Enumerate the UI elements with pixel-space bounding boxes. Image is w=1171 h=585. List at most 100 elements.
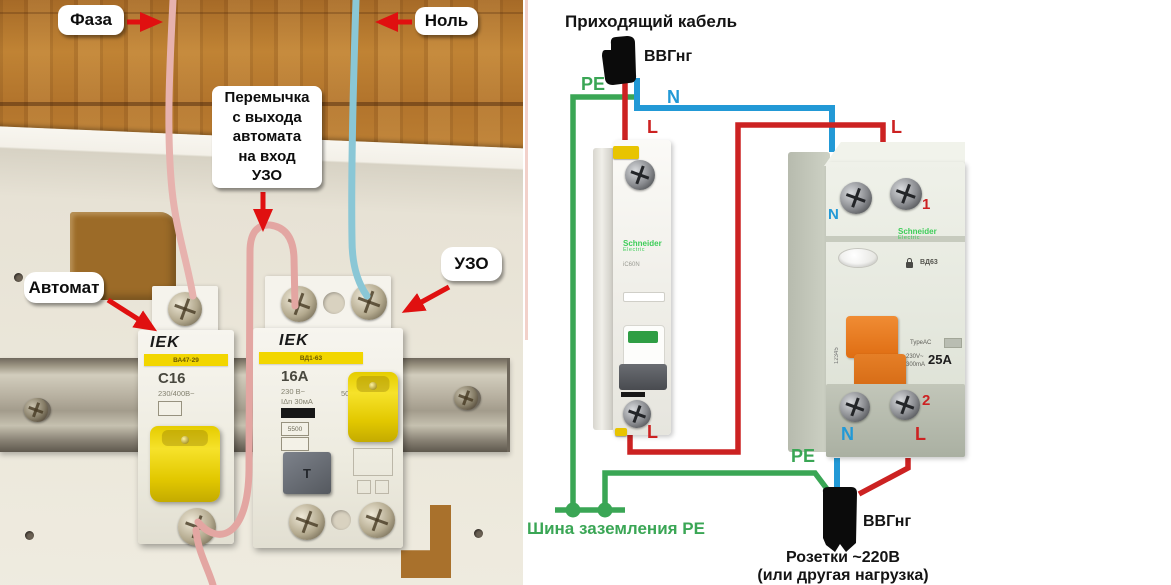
terminal-screw-icon xyxy=(289,504,325,540)
automat-arrow xyxy=(106,297,158,332)
jumper-callout-line: с выхода xyxy=(232,108,302,126)
terminal-screw-icon xyxy=(625,160,655,190)
panel-hole-dot xyxy=(25,531,34,540)
terminal-screw-icon xyxy=(890,178,922,210)
rcd-type: TypeAC xyxy=(910,340,932,346)
pe-bus-terminal xyxy=(597,502,613,518)
jumper-wire-tail xyxy=(192,526,217,585)
l-wire-bottom xyxy=(857,458,911,497)
terminal-screw-icon xyxy=(281,286,317,322)
rcd-test-button[interactable] xyxy=(838,248,878,268)
terminal-screw-icon xyxy=(351,284,387,320)
terminal-screw-icon xyxy=(359,502,395,538)
photo-wires-overlay xyxy=(106,0,451,585)
schneider-logo-text: Schneider xyxy=(623,239,662,248)
incoming-cable-title: Приходящий кабель xyxy=(565,12,738,31)
n-wire-top xyxy=(634,78,835,152)
cert-box: 5500 xyxy=(281,422,309,436)
model-stripe: ВА47-29 xyxy=(144,354,228,366)
automat-toggle[interactable] xyxy=(150,426,220,502)
phase-callout-text: Фаза xyxy=(70,10,112,29)
wood-seam xyxy=(0,12,523,14)
neutral-callout-text: Ноль xyxy=(424,11,469,30)
load-label-line1: Розетки ~220В xyxy=(786,549,900,566)
black-label-bar xyxy=(281,408,315,418)
pe-label-bottom: PE xyxy=(791,446,816,466)
l-label-breaker-out: L xyxy=(647,422,658,442)
uzo-callout: УЗО xyxy=(441,247,502,281)
test-button-letter: Т xyxy=(303,465,311,481)
breaker-terminal-clip xyxy=(613,146,639,159)
terminal-hole xyxy=(323,292,345,314)
schneider-logo: Schneider Electric xyxy=(898,228,937,242)
model-stripe: ВД1-63 xyxy=(259,352,363,364)
lock-icon xyxy=(906,258,913,268)
schneider-logo-text: Schneider xyxy=(898,227,937,236)
uzo-test-button[interactable]: Т xyxy=(283,452,331,494)
n-label-bottom: N xyxy=(841,424,854,444)
toggle-green-indicator xyxy=(628,331,658,343)
schneider-logo-sub: Electric xyxy=(623,247,646,253)
toggle-pivot-icon xyxy=(181,436,189,444)
load-label-line2: (или другая нагрузка) xyxy=(757,567,929,584)
breaker-toggle-handle[interactable] xyxy=(619,364,667,390)
cable-shapes xyxy=(602,36,857,552)
rcd-recess-line xyxy=(826,236,965,242)
wiring-etch-icon xyxy=(375,480,389,494)
pe-wire-top xyxy=(570,94,637,507)
breaker-slot xyxy=(621,392,645,397)
rcd-voltage: 230V~ xyxy=(906,354,924,360)
phase-callout: Фаза xyxy=(58,5,124,35)
jumper-callout-line: Перемычка xyxy=(224,89,310,107)
pe-label-top: PE xyxy=(581,74,606,94)
uzo-toggle[interactable] xyxy=(348,372,398,442)
panel-hole-dot xyxy=(474,529,483,538)
jumper-callout-line: на вход xyxy=(238,147,296,165)
breaker-panel-photo: IEK ВА47-29 C16 230/400В~ IEK ВД1-6 xyxy=(0,0,523,585)
neutral-wire xyxy=(348,0,371,300)
wiring-etch-icon xyxy=(353,448,393,476)
phase-wire xyxy=(165,0,197,300)
rcd-terminal-n: N xyxy=(828,206,839,223)
rcd-toggle-upper[interactable] xyxy=(846,316,898,358)
photo-breaker-automat: IEK ВА47-29 C16 230/400В~ xyxy=(138,286,234,546)
rcd-model: ВД63 xyxy=(920,259,938,266)
uzo-model: ВД1-63 xyxy=(299,354,323,362)
panel-hole-dot xyxy=(14,273,23,282)
ac-wave-box xyxy=(281,437,309,451)
terminal-hole xyxy=(331,510,351,530)
pe-bus-terminal xyxy=(565,502,581,518)
uzo-top-terminal xyxy=(265,276,391,332)
jumper-callout-line: УЗО xyxy=(251,167,283,185)
wiring-diagram: Schneider Electric iC60N N 1 xyxy=(525,0,1171,585)
breaker-model: iC60N xyxy=(623,262,640,268)
breaker-din-tab xyxy=(593,148,615,430)
diagram-rcd-vd63: N 1 Schneider Electric ВД63 12345 TypeAC… xyxy=(788,140,965,465)
l-jumper-wire xyxy=(627,122,886,455)
l-label-rcd-in: L xyxy=(891,117,902,137)
automat-model: ВА47-29 xyxy=(173,356,199,364)
toggle-pivot-icon xyxy=(369,382,377,390)
breaker-terminal-clip xyxy=(615,428,627,436)
uzo-arrow xyxy=(401,284,451,313)
jumper-callout-line: автомата xyxy=(232,128,302,146)
rcd-side-face xyxy=(788,152,830,452)
schneider-logo: Schneider Electric xyxy=(623,240,662,254)
pe-wire-bottom xyxy=(602,470,830,507)
photo-rcd-uzo: IEK ВД1-63 16A 230 В~ IΔn 30мА 50Гц 5500… xyxy=(253,276,403,548)
automat-top-terminal xyxy=(152,286,218,334)
incoming-cable-shape xyxy=(602,36,637,85)
outgoing-cable-shape xyxy=(822,487,857,552)
jumper-wire xyxy=(194,221,299,538)
iek-logo: IEK xyxy=(279,332,309,349)
terminal-screw-icon xyxy=(890,390,920,420)
terminal-screw-icon xyxy=(168,292,202,326)
iek-logo: IEK xyxy=(150,334,180,351)
rcd-rating: 25A xyxy=(928,352,952,367)
uzo-callout-text: УЗО xyxy=(454,254,489,273)
terminal-screw-icon xyxy=(623,400,651,428)
terminal-screw-icon xyxy=(840,182,872,214)
breaker-toggle[interactable] xyxy=(623,325,665,371)
cable-type-label-bottom: ВВГнг xyxy=(863,513,912,530)
l-label-top: L xyxy=(647,117,658,137)
